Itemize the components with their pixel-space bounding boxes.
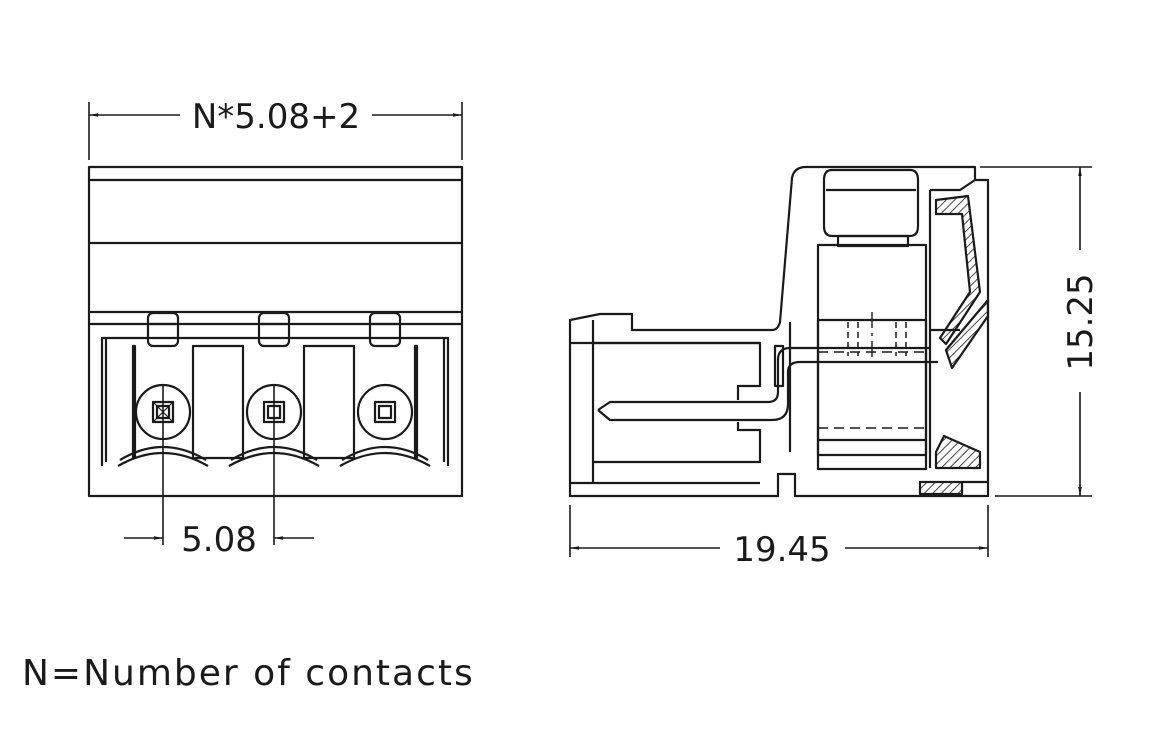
screw-boss-1: [146, 311, 180, 348]
pin-tab: [773, 344, 785, 388]
latch-foot-hatched: [934, 434, 982, 470]
front-view: [87, 165, 464, 545]
clamp-window: [816, 318, 928, 457]
dim-height-label: 15.25: [1061, 273, 1101, 370]
separator-wall-3: [302, 344, 356, 460]
contact-pin: [597, 346, 930, 411]
screw-head: [822, 168, 920, 238]
screw-boss-2: [257, 311, 291, 348]
front-cavity-frame-inner: [104, 338, 446, 462]
legend-note: N=Number of contacts: [22, 653, 475, 694]
contact-pin-lower: [597, 360, 938, 422]
dim-pitch-label: 5.08: [181, 520, 257, 560]
plug-slot-upper: [593, 341, 762, 400]
contact-arc-3-inner: [341, 445, 429, 461]
front-body-outline: [87, 165, 464, 498]
separator-wall-1: [131, 344, 137, 460]
screw-shaft: [836, 234, 910, 248]
contact-arc-3: [339, 451, 431, 467]
side-view: [568, 165, 990, 498]
separator-wall-4: [413, 344, 419, 460]
screw-boss-3: [368, 311, 402, 348]
screw-3: [356, 383, 414, 441]
separator-wall-2: [191, 344, 245, 460]
dim-overall-width-label: N*5.08+2: [192, 97, 360, 137]
latch-spring-hatched: [934, 194, 982, 346]
latch-lever-hatched: [944, 298, 990, 370]
base-strip-hatched: [918, 480, 964, 496]
plug-slot-lower: [593, 422, 762, 464]
dim-depth-label: 19.45: [733, 530, 830, 570]
side-body-outline: [568, 165, 990, 498]
front-cavity-frame: [100, 336, 450, 466]
latch-top: [930, 179, 976, 192]
dimension-lines: [88, 102, 1092, 557]
